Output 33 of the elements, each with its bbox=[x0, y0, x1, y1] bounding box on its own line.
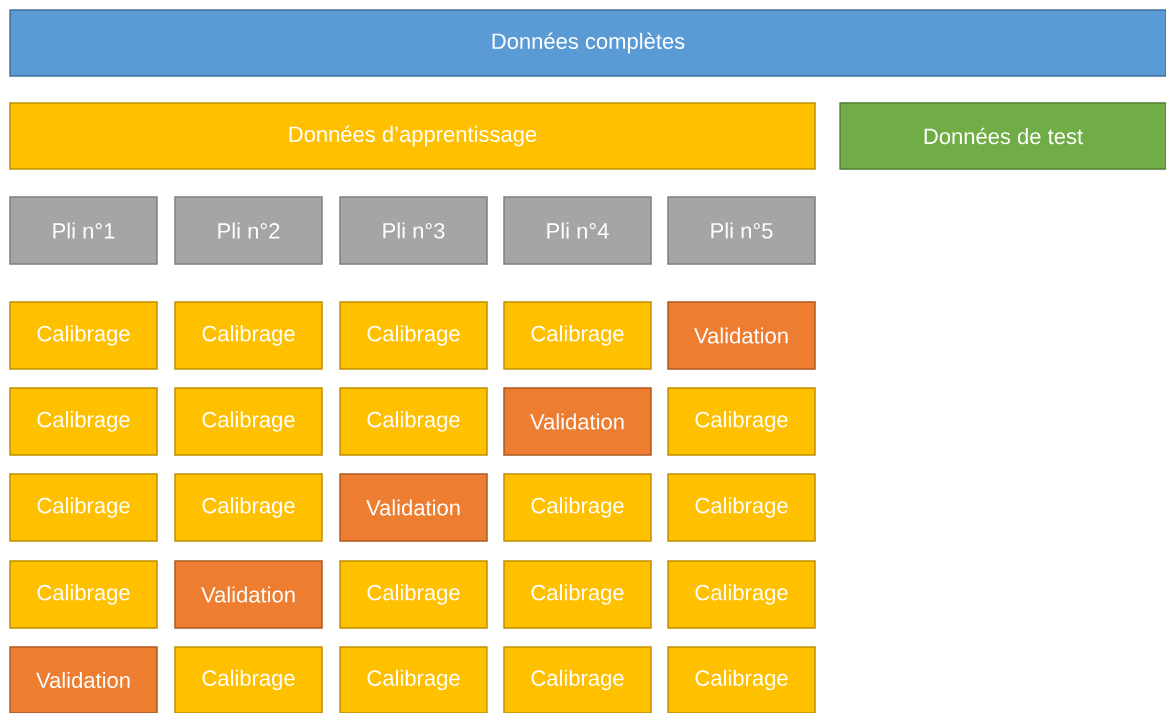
calibration-box: Calibrage bbox=[339, 301, 488, 370]
calibration-box: Calibrage bbox=[667, 473, 816, 542]
fold-box: Pli n°4 bbox=[503, 196, 652, 265]
calibration-box: Calibrage bbox=[339, 646, 488, 713]
fold-box: Pli n°3 bbox=[339, 196, 488, 265]
fold-box: Pli n°1 bbox=[9, 196, 158, 265]
calibration-box: Calibrage bbox=[174, 387, 323, 456]
calibration-box: Calibrage bbox=[667, 387, 816, 456]
validation-box: Validation bbox=[503, 387, 652, 456]
calibration-box: Calibrage bbox=[9, 387, 158, 456]
calibration-box: Calibrage bbox=[667, 646, 816, 713]
calibration-box: Calibrage bbox=[174, 473, 323, 542]
calibration-box: Calibrage bbox=[174, 301, 323, 370]
data-bar: Données d’apprentissage bbox=[9, 102, 816, 170]
calibration-box: Calibrage bbox=[9, 301, 158, 370]
validation-box: Validation bbox=[9, 646, 158, 713]
data-bar: Données complètes bbox=[9, 9, 1166, 77]
validation-box: Validation bbox=[339, 473, 488, 542]
data-bar: Données de test bbox=[839, 102, 1166, 170]
calibration-box: Calibrage bbox=[503, 560, 652, 629]
calibration-box: Calibrage bbox=[174, 646, 323, 713]
calibration-box: Calibrage bbox=[9, 473, 158, 542]
calibration-box: Calibrage bbox=[503, 301, 652, 370]
validation-box: Validation bbox=[174, 560, 323, 629]
calibration-box: Calibrage bbox=[667, 560, 816, 629]
calibration-box: Calibrage bbox=[9, 560, 158, 629]
fold-box: Pli n°2 bbox=[174, 196, 323, 265]
validation-box: Validation bbox=[667, 301, 816, 370]
calibration-box: Calibrage bbox=[503, 473, 652, 542]
fold-box: Pli n°5 bbox=[667, 196, 816, 265]
calibration-box: Calibrage bbox=[339, 560, 488, 629]
calibration-box: Calibrage bbox=[503, 646, 652, 713]
calibration-box: Calibrage bbox=[339, 387, 488, 456]
